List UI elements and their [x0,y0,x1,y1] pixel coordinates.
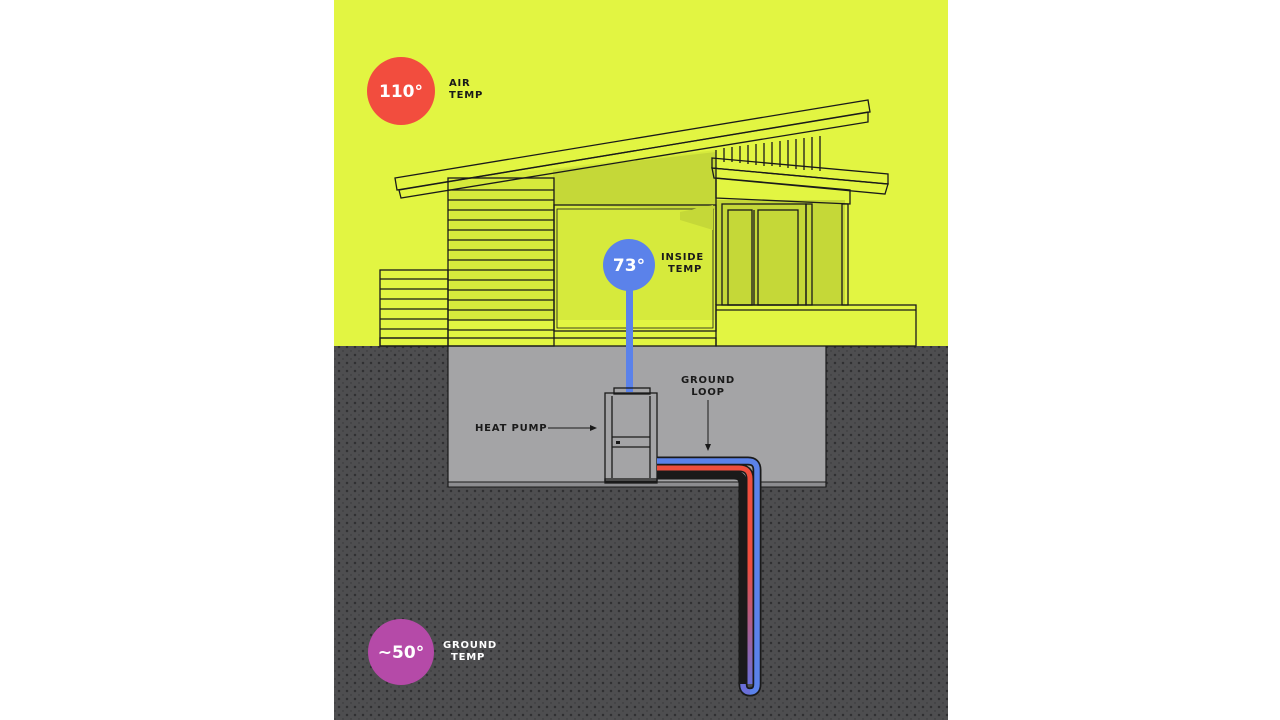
ground-temp-badge: ~50° [368,619,434,685]
heat-pump-label: HEAT PUMP [475,423,547,434]
ground-loop-label-line1: GROUND [681,375,735,386]
basement [447,346,827,488]
inside-temp-value: 73° [613,256,645,276]
inside-temp-badge: 73° [603,239,655,291]
ground-temp-label-line2: TEMP [451,652,485,663]
heat-pump-arrow [548,425,597,431]
ground-loop-pipes [657,456,762,697]
inside-temp-stem [626,280,633,392]
ground-temp-value: ~50° [378,643,424,663]
inside-temp-label-line2: TEMP [668,264,702,275]
air-temp-label-line1: AIR [449,78,471,89]
inside-temp-label-line1: INSIDE [661,252,704,263]
ground-temp-label-line1: GROUND [443,640,497,651]
air-temp-label-line2: TEMP [449,90,483,101]
air-temp-badge: 110° [367,57,435,125]
ground-loop-label-line2: LOOP [691,387,725,398]
heat-pump-unit [604,387,658,484]
ground-loop-arrow [705,400,711,451]
air-temp-value: 110° [379,82,423,102]
